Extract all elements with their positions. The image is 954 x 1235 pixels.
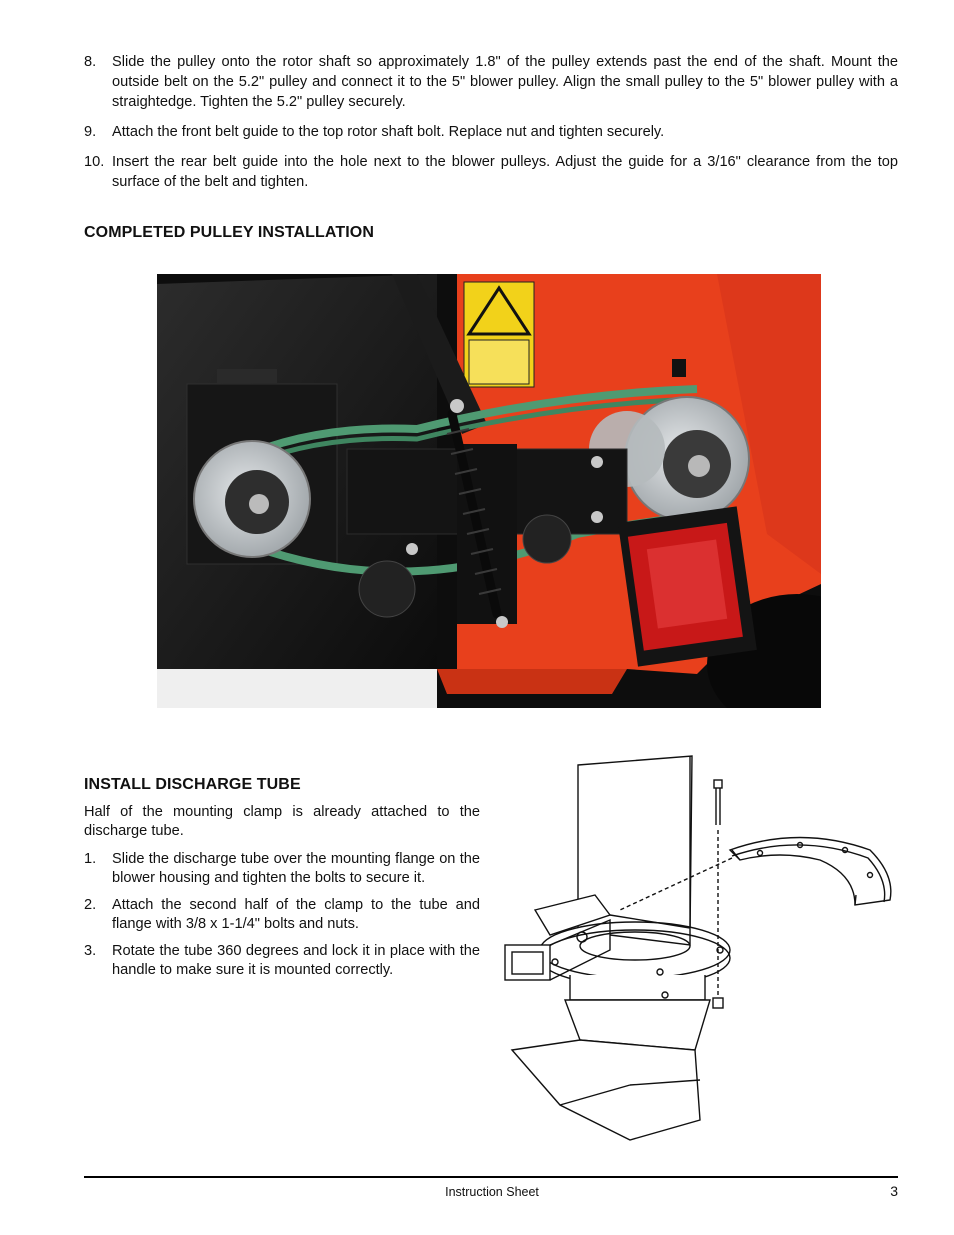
footer-label: Instruction Sheet	[445, 1185, 539, 1199]
section-title-pulley: COMPLETED PULLEY INSTALLATION	[84, 224, 375, 241]
pulley-installation-photo	[157, 274, 821, 708]
discharge-tube-diagram	[504, 755, 892, 1141]
footer-rule	[84, 1176, 898, 1178]
discharge-instructions: Half of the mounting clamp is already at…	[84, 803, 480, 988]
step-10: 10. Insert the rear belt guide into the …	[84, 152, 898, 192]
step-number: 3.	[84, 943, 97, 959]
step-number: 10.	[84, 154, 105, 170]
top-steps: 8. Slide the pulley onto the rotor shaft…	[84, 52, 898, 202]
section-title-discharge: INSTALL DISCHARGE TUBE	[84, 776, 301, 793]
page-number: 3	[890, 1183, 898, 1199]
step-text: Attach the front belt guide to the top r…	[112, 124, 665, 140]
discharge-step-1: 1. Slide the discharge tube over the mou…	[84, 850, 480, 888]
pulley-photo-illustration	[157, 274, 821, 708]
discharge-step-3: 3. Rotate the tube 360 degrees and lock …	[84, 942, 480, 980]
step-number: 2.	[84, 897, 97, 913]
step-text: Slide the discharge tube over the mounti…	[112, 851, 480, 886]
step-text: Insert the rear belt guide into the hole…	[112, 154, 898, 190]
step-8: 8. Slide the pulley onto the rotor shaft…	[84, 52, 898, 112]
discharge-step-2: 2. Attach the second half of the clamp t…	[84, 896, 480, 934]
step-number: 1.	[84, 851, 97, 867]
step-number: 9.	[84, 124, 97, 140]
step-number: 8.	[84, 54, 97, 70]
step-text: Slide the pulley onto the rotor shaft so…	[112, 54, 898, 110]
step-9: 9. Attach the front belt guide to the to…	[84, 122, 898, 142]
intro-paragraph: Half of the mounting clamp is already at…	[84, 804, 480, 839]
step-text: Rotate the tube 360 degrees and lock it …	[112, 943, 480, 978]
step-text: Attach the second half of the clamp to t…	[112, 897, 480, 932]
